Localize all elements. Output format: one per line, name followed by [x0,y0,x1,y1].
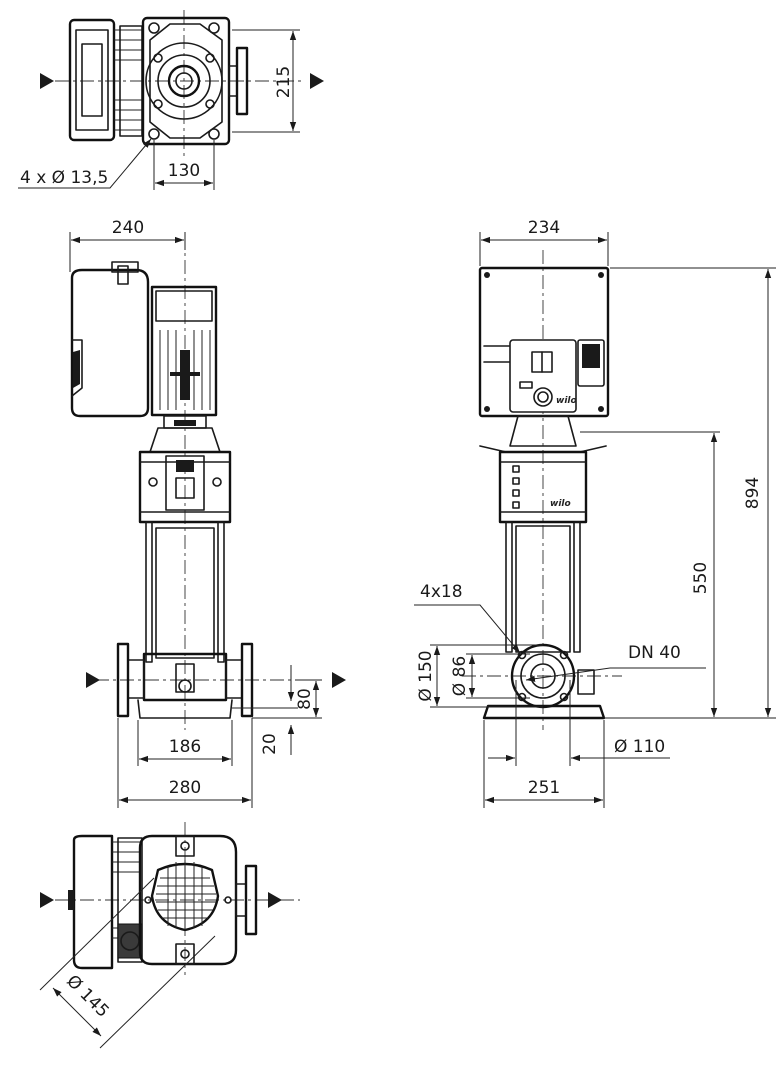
flow-arrow-in-icon [86,672,100,688]
base-height-label: 20 [260,733,280,755]
outlet-height-label: 550 [691,562,711,594]
control-knob-icon [533,387,553,407]
motor-width-label: 234 [528,218,560,238]
top-depth-label: 215 [274,66,294,98]
flange-centers-label: 186 [169,737,201,757]
top-width-label: 130 [168,161,200,181]
bolt-circle-label: Ø 110 [614,737,665,757]
flow-arrow-in-icon [40,73,54,89]
overall-width-label: 280 [169,778,201,798]
flange-holes-label: 4x18 [420,582,463,602]
flange-outer-dia-label: Ø 150 [416,650,436,701]
top-view: 215 130 4 x Ø 13,5 [18,10,324,190]
housing-brand-label: wilo [550,499,571,509]
flow-arrow-out-icon [310,73,324,89]
flow-arrow-out-icon [332,672,346,688]
mounting-holes-label: 4 x Ø 13,5 [20,168,108,188]
control-panel [509,339,577,413]
inlet-height-label: 80 [295,688,315,710]
panel-brand-label: wilo [556,396,577,406]
overall-height-label: 894 [743,477,763,509]
motor-offset-label: 240 [112,218,144,238]
flange-bore-dia-label: Ø 86 [450,656,470,696]
side-view: wilo wilo 234 [414,218,776,808]
flow-arrow-in-icon [40,892,54,908]
front-view: 240 186 280 80 20 [69,218,346,808]
flow-arrow-out-icon [268,892,282,908]
base-diameter-label: Ø 145 [62,971,112,1021]
nominal-diameter-label: DN 40 [628,643,681,663]
bottom-view: Ø 145 [39,822,300,1049]
base-width-label: 251 [528,778,560,798]
